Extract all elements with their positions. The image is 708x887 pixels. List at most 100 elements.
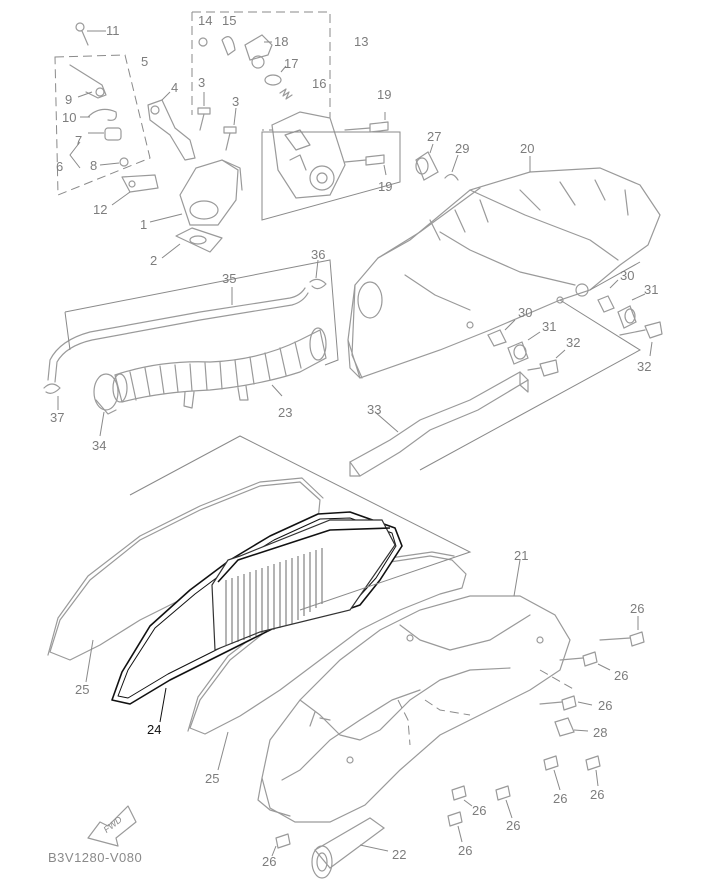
clip-part-37 xyxy=(43,383,61,410)
callout-26f: 26 xyxy=(472,803,486,818)
callout-7: 7 xyxy=(75,133,82,148)
callout-28: 28 xyxy=(593,725,607,740)
screw-part-26-a xyxy=(599,616,645,647)
bracket-part-15 xyxy=(221,36,236,56)
callout-6: 6 xyxy=(56,159,63,174)
bolt-part-32b xyxy=(527,349,566,377)
air-filter-case-part-20 xyxy=(347,156,661,379)
joint-part-7 xyxy=(88,127,122,141)
callout-18: 18 xyxy=(274,34,288,49)
callout-24: 24 xyxy=(147,722,161,737)
callout-32b: 32 xyxy=(566,335,580,350)
screw-part-26-e xyxy=(585,755,601,787)
callout-3b: 3 xyxy=(232,94,239,109)
throttle-body-part-1 xyxy=(149,159,243,226)
callout-22: 22 xyxy=(392,847,406,862)
filter-cover-part-21 xyxy=(257,559,576,823)
callout-8: 8 xyxy=(90,158,97,173)
clip-part-29 xyxy=(444,154,459,181)
callout-21: 21 xyxy=(514,548,528,563)
callout-2: 2 xyxy=(150,253,157,268)
oring-part-8 xyxy=(99,157,129,167)
callout-26c: 26 xyxy=(598,698,612,713)
callout-26g: 26 xyxy=(506,818,520,833)
screw-part-26-f xyxy=(451,785,473,807)
bolt-part-19b xyxy=(344,154,387,176)
bolt-part-11 xyxy=(75,22,106,46)
callout-3a: 3 xyxy=(198,75,205,90)
callout-30a: 30 xyxy=(620,268,634,283)
callout-1: 1 xyxy=(140,217,147,232)
callout-14: 14 xyxy=(198,13,212,28)
callout-10: 10 xyxy=(62,110,76,125)
fwd-label: FWD xyxy=(102,814,125,835)
callout-19b: 19 xyxy=(378,179,392,194)
callout-25b: 25 xyxy=(205,771,219,786)
callout-20: 20 xyxy=(520,141,534,156)
callout-31b: 31 xyxy=(542,319,556,334)
seal-strip-part-33 xyxy=(349,371,529,477)
callout-12: 12 xyxy=(93,202,107,217)
clip-part-36 xyxy=(309,259,327,290)
screw-part-26-c xyxy=(539,695,593,711)
collar-part-30b xyxy=(487,319,516,347)
callout-26d: 26 xyxy=(553,791,567,806)
air-filter-element-part-24 xyxy=(111,511,403,723)
bolt-part-19a xyxy=(344,112,389,133)
collar-part-30a xyxy=(597,279,619,313)
clip-part-10 xyxy=(80,108,117,121)
callout-27: 27 xyxy=(427,129,441,144)
callout-26h: 26 xyxy=(458,843,472,858)
sensor-part-18 xyxy=(244,34,273,69)
callout-4: 4 xyxy=(171,80,178,95)
bracket-part-4 xyxy=(147,91,196,161)
callout-11: 11 xyxy=(106,23,120,38)
screw-part-3b xyxy=(223,107,237,151)
grommet-part-27 xyxy=(415,143,439,181)
case-right-bracket-lines xyxy=(419,261,641,471)
intake-cap-part-22 xyxy=(311,817,389,879)
hose-bracket-lines xyxy=(64,259,339,366)
callout-13: 13 xyxy=(354,34,368,49)
callout-29: 29 xyxy=(455,141,469,156)
screw-part-14 xyxy=(198,37,208,47)
callout-17: 17 xyxy=(284,56,298,71)
callout-33: 33 xyxy=(367,402,381,417)
callout-31a: 31 xyxy=(644,282,658,297)
intake-duct-part-23 xyxy=(112,327,327,409)
callout-25a: 25 xyxy=(75,682,89,697)
hose-clamp-part-34 xyxy=(93,373,119,437)
grommet-part-31a xyxy=(617,293,646,329)
link-rod-part-9 xyxy=(69,64,107,99)
callout-19a: 19 xyxy=(377,87,391,102)
callout-36: 36 xyxy=(311,247,325,262)
callout-37: 37 xyxy=(50,410,64,425)
filter-bracket-lines xyxy=(129,435,472,611)
housing-outline xyxy=(261,131,401,221)
callout-26e: 26 xyxy=(590,787,604,802)
actuator-housing xyxy=(271,111,346,199)
callout-9: 9 xyxy=(65,92,72,107)
gasket-part-2 xyxy=(161,227,223,259)
callout-23: 23 xyxy=(278,405,292,420)
throttle-sub-assembly-box xyxy=(54,11,331,196)
callout-34: 34 xyxy=(92,438,106,453)
forward-direction-arrow xyxy=(87,805,137,847)
callout-16: 16 xyxy=(312,76,326,91)
callout-26i: 26 xyxy=(262,854,276,869)
screw-part-26-g xyxy=(495,785,513,819)
spring-part-16 xyxy=(279,88,293,100)
diagram-code: B3V1280-V080 xyxy=(48,850,142,865)
callout-15: 15 xyxy=(222,13,236,28)
breather-hose-part-35 xyxy=(47,287,309,383)
oring-part-17 xyxy=(264,65,287,86)
callout-30b: 30 xyxy=(518,305,532,320)
callout-32a: 32 xyxy=(637,359,651,374)
screw-part-26-h xyxy=(447,811,463,843)
screw-part-26-b xyxy=(559,651,611,671)
bolt-part-32a xyxy=(619,321,663,357)
clip-part-28 xyxy=(554,717,589,737)
callout-26a: 26 xyxy=(630,601,644,616)
callout-35: 35 xyxy=(222,271,236,286)
bracket-leader-6 xyxy=(69,141,81,169)
